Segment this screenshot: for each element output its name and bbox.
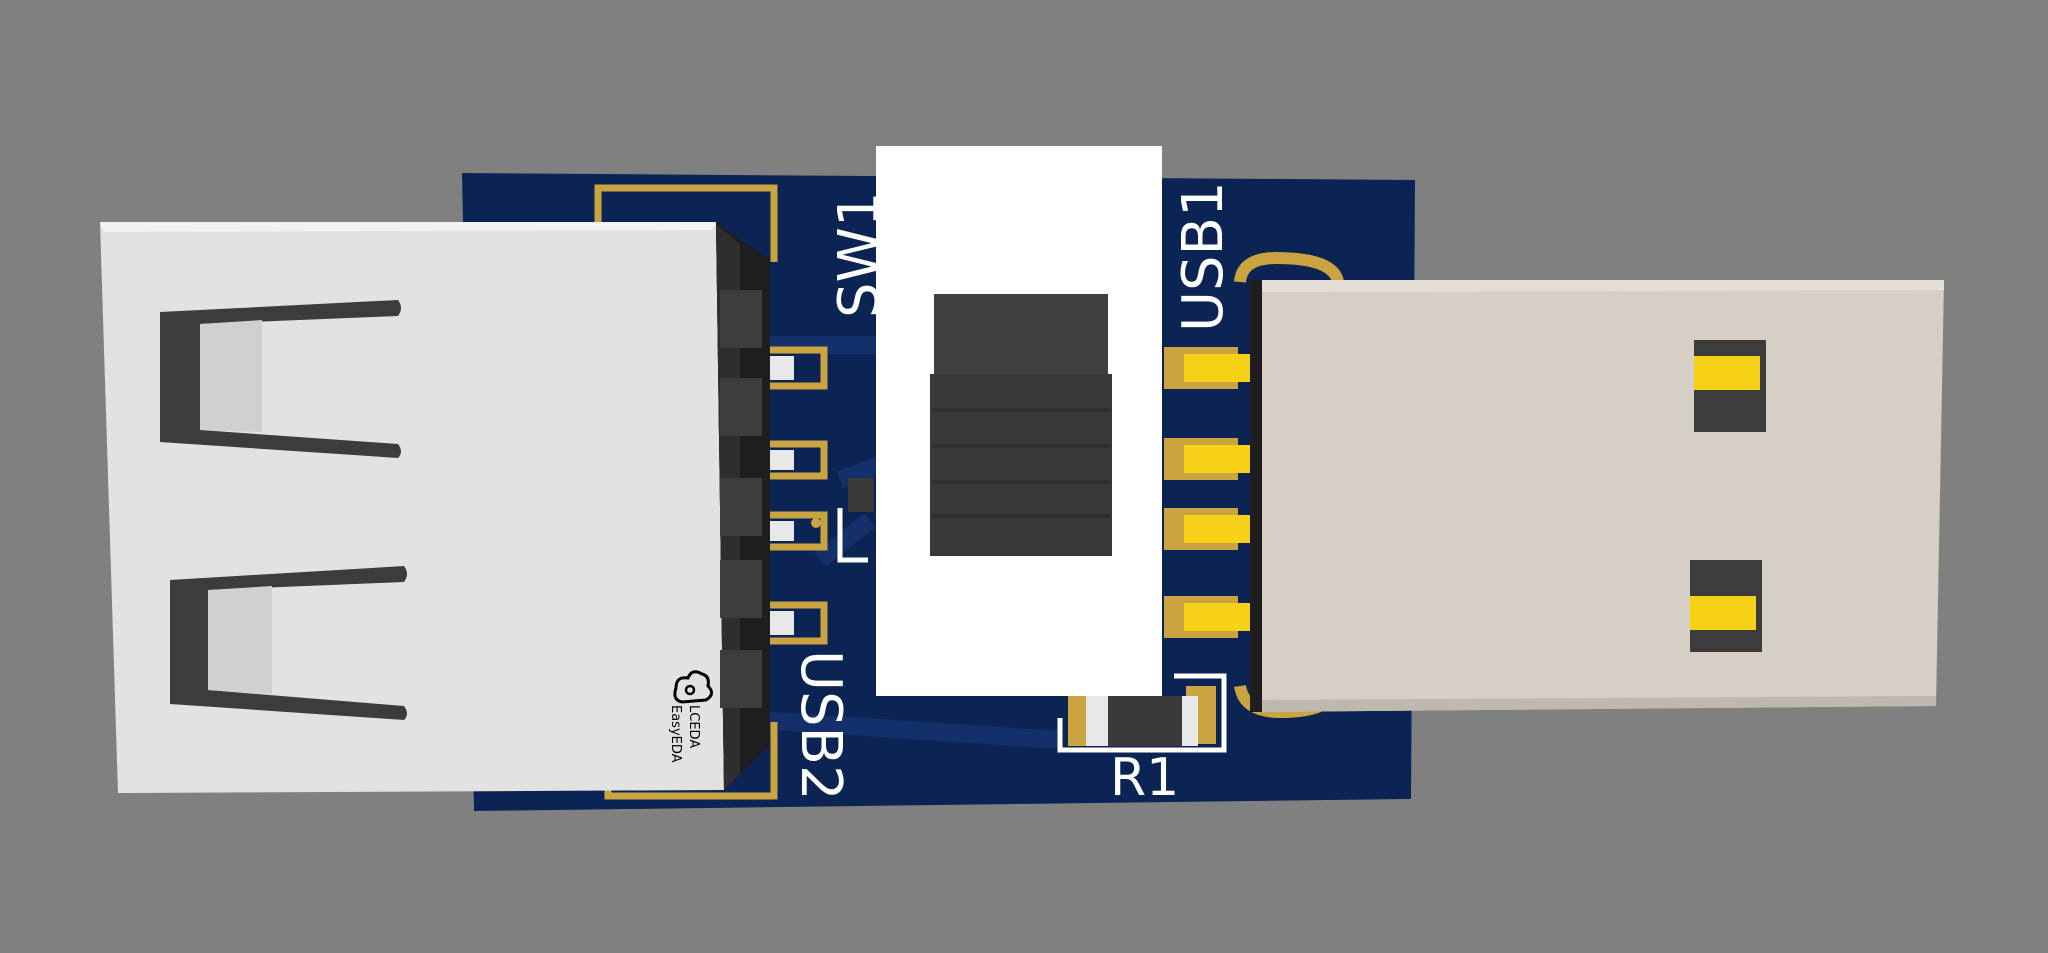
cloud-logo-icon: [673, 670, 713, 704]
resistor-r1: [1057, 673, 1227, 753]
slide-switch-sw1: [876, 146, 1162, 696]
usb-c-female-connector: [100, 222, 770, 793]
small-component: [811, 478, 874, 563]
usb2-pad-outline-top: [594, 184, 778, 262]
usb-a-male-connector: [1250, 280, 1944, 712]
